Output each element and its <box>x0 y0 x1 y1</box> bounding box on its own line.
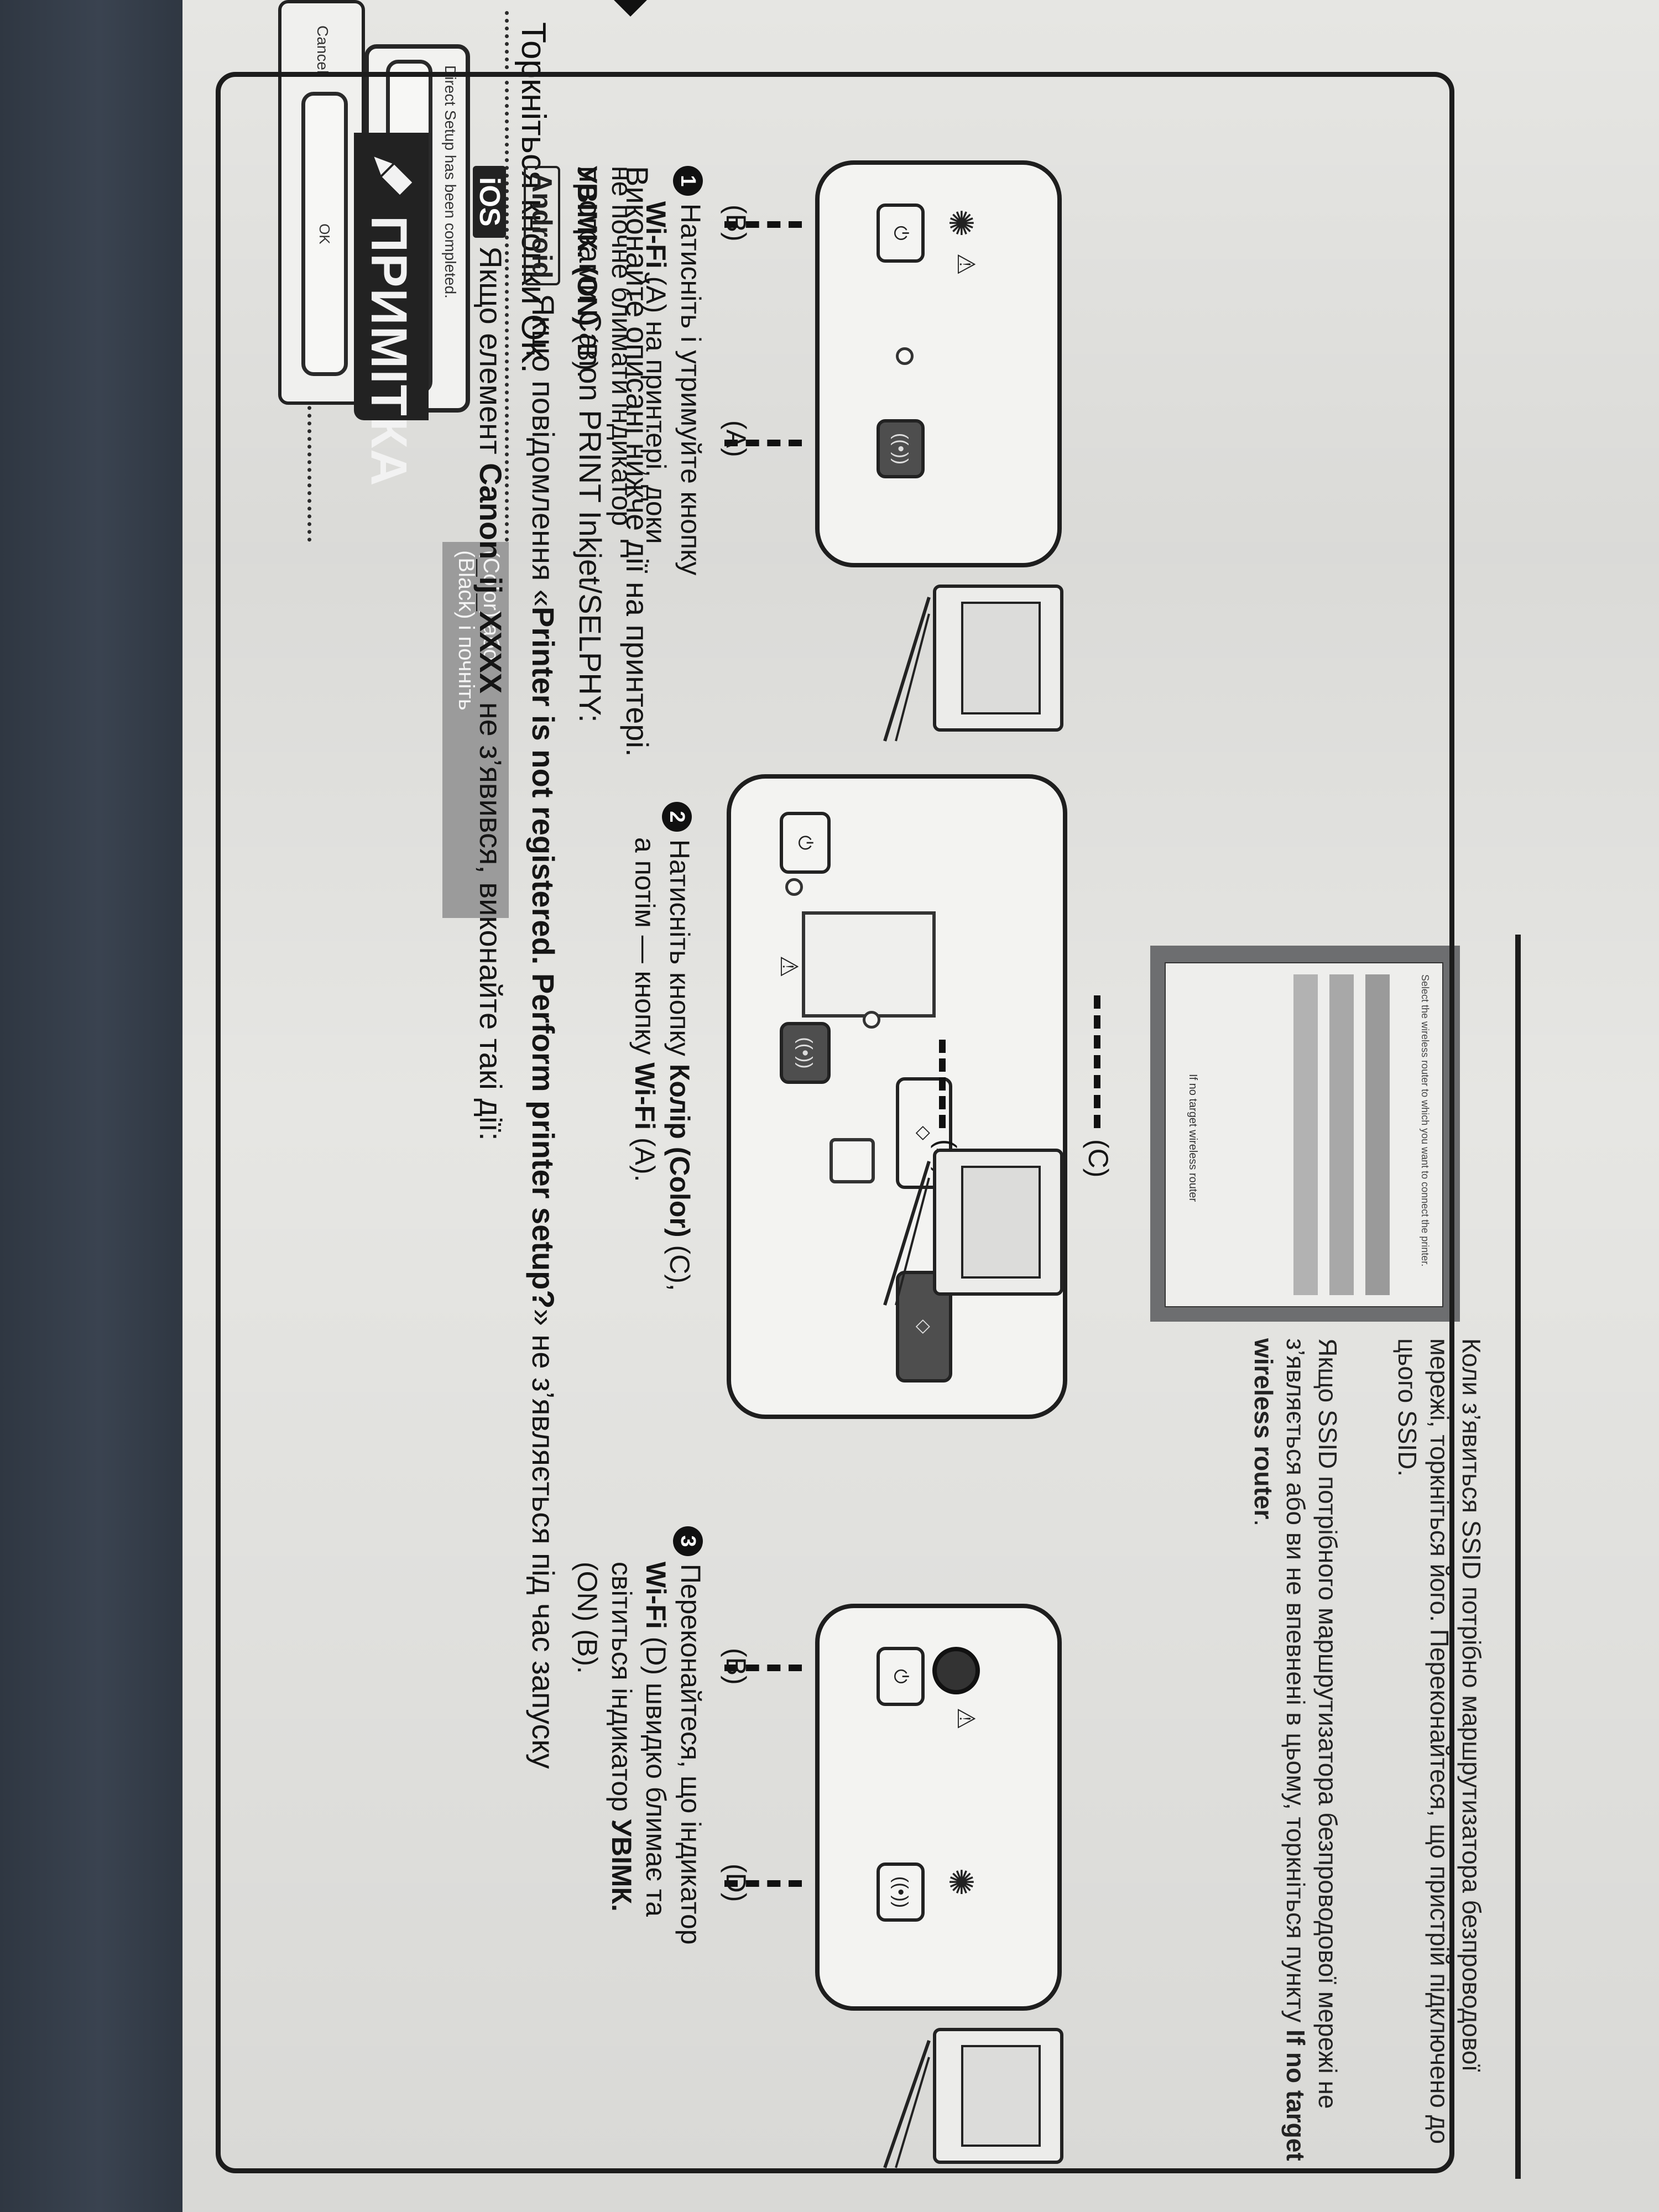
alarm-icon: ⚠ <box>952 253 979 275</box>
line1-c: не з’явився, виконайте такі дії: <box>473 693 508 1141</box>
line2-c: » не з’являється під час запуску <box>526 1308 561 1769</box>
power-button-3: ⏻ <box>877 1647 925 1706</box>
step-2: 2 Натисніть кнопку Колір (Color) (C), а … <box>628 802 697 1410</box>
step1-line3: не почне блимати індикатор <box>606 166 637 526</box>
line2-a: Якщо повідомлення « <box>526 294 561 607</box>
note-pencil-icon <box>370 153 415 198</box>
section-divider <box>1515 935 1521 2179</box>
step3-line2: (D) швидко блимає та <box>640 1629 671 1917</box>
step1-line4: (B). <box>572 326 603 378</box>
label-D-step3: (D) <box>721 1864 752 1902</box>
control-panel-step2: ⏻ ((•)) ◇ ◇ ⚠ <box>727 774 1067 1419</box>
step2-wifi: Wi-Fi <box>629 1062 660 1130</box>
on-lamp-lit-icon <box>932 1647 980 1694</box>
note-title: ПРИМІТКА <box>361 216 417 487</box>
wifi-button-2: ((•)) <box>780 1022 831 1084</box>
step-2-number: 2 <box>662 802 692 832</box>
step-3-number: 3 <box>673 1526 703 1556</box>
step2-line2-c: (A). <box>629 1130 660 1182</box>
note-header: ПРИМІТКА <box>354 133 429 487</box>
step3-wifi: Wi-Fi <box>640 1562 671 1629</box>
printer-illustration-3 <box>883 2028 1063 2168</box>
step2-color: Колір (Color) <box>664 1063 695 1238</box>
step3-line1: Переконайтеся, що індикатор <box>675 1563 706 1945</box>
step1-wifi: Wi-Fi <box>640 201 671 269</box>
step1-on: УВІМК. (ON) <box>572 166 603 326</box>
power-button: ⏻ <box>877 204 925 263</box>
ios-tag: iOS <box>473 166 506 238</box>
cancel-label: Cancel <box>314 25 331 74</box>
power-button-2: ⏻ <box>780 812 831 874</box>
printer-illustration-2 <box>883 1149 1063 1306</box>
note-line-ios: iOS Якщо елемент Canon_ij_XXXX не з’явив… <box>473 166 509 1141</box>
step3-line4: (ON) (B). <box>572 1562 603 1674</box>
step1-line2: (A) на принтері, доки <box>640 268 671 544</box>
manual-sheet: Cancel OK Direct Setup has been complete… <box>182 0 1659 2212</box>
step-1: 1 Натисніть і утримуйте кнопку Wi-Fi (A)… <box>570 166 708 664</box>
control-panel-step1: ⏻ ((•)) ⚠ ✺ <box>815 160 1062 567</box>
indicator-dot-3 <box>863 1011 880 1029</box>
wifi-button: ((•)) <box>877 419 925 478</box>
step2-line2-a: а потім — кнопку <box>629 837 660 1063</box>
pointer-C-line <box>1087 995 1100 1128</box>
step2-line1-a: Натисніть кнопку <box>664 839 695 1064</box>
step2-line1-c: (C), <box>664 1237 695 1291</box>
line1-ssid: Canon_ij_XXXX <box>473 463 508 694</box>
control-panel-step3: ⏻ ((•)) ⚠ ✺ <box>815 1604 1062 2011</box>
manual-page-rotated: Cancel OK Direct Setup has been complete… <box>182 0 1659 2212</box>
blinking-on-lamp-icon: ✺ <box>942 209 979 237</box>
label-C-step2: (C) <box>1083 1139 1114 1178</box>
step1-line1: Натисніть і утримуйте кнопку <box>675 203 706 576</box>
step3-line3-a: світиться індикатор <box>606 1562 637 1819</box>
android-tag: Android <box>524 166 560 285</box>
step3-on: УВІМК. <box>606 1819 637 1912</box>
line1-a: Якщо елемент <box>473 246 508 463</box>
label-A-step1: (A) <box>721 420 752 457</box>
indicator-dot-2 <box>785 878 803 896</box>
step-1-number: 1 <box>673 166 703 196</box>
line2-message: Printer is not registered. Perform print… <box>526 606 561 1309</box>
pointer-A-line-2 <box>932 1040 946 1128</box>
label-B-step1: (B) <box>721 205 752 242</box>
note-line-android: Android Якщо повідомлення «Printer is no… <box>524 166 561 1769</box>
step-3: 3 Переконайтеся, що індикатор Wi-Fi (D) … <box>570 1526 708 2135</box>
lcd-area <box>802 911 936 1018</box>
wifi-lamp-blinking-icon: ✺ <box>942 1868 979 1896</box>
alarm-icon-2: ⚠ <box>775 956 802 978</box>
step-arrow-icon <box>614 0 647 17</box>
alarm-icon-3: ⚠ <box>952 1708 979 1730</box>
indicator-dot <box>896 347 914 365</box>
square-indicator <box>830 1138 875 1183</box>
label-B-step3: (B) <box>721 1648 752 1685</box>
wifi-button-3: ((•)) <box>877 1863 925 1922</box>
printer-illustration-1 <box>883 585 1063 742</box>
